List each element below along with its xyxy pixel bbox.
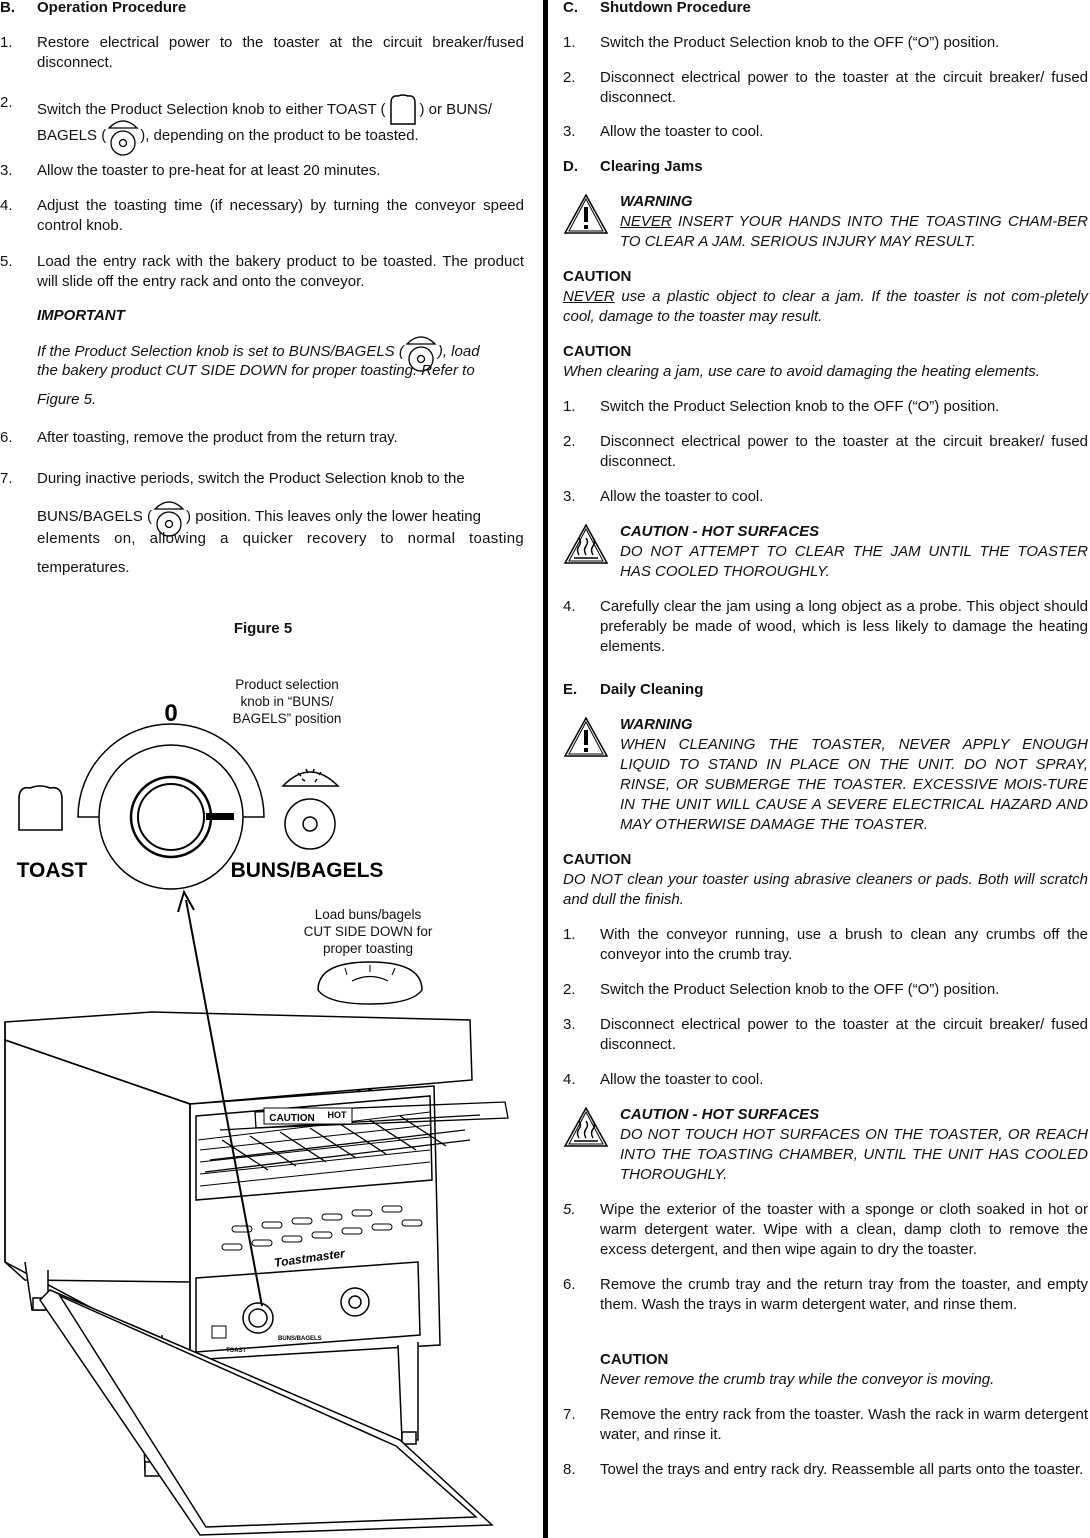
section-d-heading: D. Clearing Jams (563, 158, 703, 175)
bagel-icon (405, 336, 437, 372)
step-c3: 3. Allow the toaster to cool. (563, 123, 764, 140)
step-e1: 1. With the conveyor running, use a brus… (563, 926, 1088, 963)
step-e3: 3. Disconnect electrical power to the to… (563, 1016, 1088, 1053)
step-e4: 4. Allow the toaster to cool. (563, 1071, 764, 1088)
section-c-heading: C. Shutdown Procedure (563, 0, 751, 16)
bagel-icon (107, 120, 139, 156)
knob-pointer (206, 813, 234, 820)
step-b7-line2: BUNS/BAGELS () position. This leaves onl… (37, 497, 524, 537)
caution-4: CAUTION Never remove the crumb tray whil… (600, 1351, 995, 1388)
knob-diagram: 0 TOAST BUNS/BAGELS (17, 700, 384, 890)
step-b1: 1. Restore electrical power to the toast… (0, 34, 524, 71)
caution-2: CAUTION When clearing a jam, use care to… (563, 343, 1040, 380)
panel-toast-label: TOAST (226, 1348, 247, 1354)
bagel-illustration (317, 961, 423, 1005)
hot-sticker: HOT (328, 1110, 348, 1120)
warning-box-2: WARNING WHEN CLEANING THE TOASTER, NEVER… (563, 715, 1088, 835)
step-b2-line2: BAGELS (), depending on the product to b… (37, 116, 524, 156)
pointer-arrow (185, 899, 263, 1307)
step-e7: 7. Remove the entry rack from the toaste… (563, 1406, 1088, 1443)
caution-3: CAUTION DO NOT clean your toaster using … (563, 851, 1088, 908)
step-d2: 2. Disconnect electrical power to the to… (563, 433, 1088, 470)
step-e2: 2. Switch the Product Selection knob to … (563, 981, 1000, 998)
warning-box-1: WARNING NEVER INSERT YOUR HANDS INTO THE… (563, 192, 1088, 252)
step-b4: 4. Adjust the toasting time (if necessar… (0, 197, 524, 234)
buns-bagels-label: BUNS/BAGELS (231, 859, 384, 882)
load-callout: Load buns/bagels CUT SIDE DOWN for prope… (303, 907, 433, 956)
step-d1: 1. Switch the Product Selection knob to … (563, 398, 1000, 415)
caution-sticker: CAUTION (269, 1113, 315, 1124)
knob-callout: Product selection knob in “BUNS/ BAGELS”… (232, 677, 342, 726)
hot-surface-box-1: CAUTION - HOT SURFACES DO NOT ATTEMPT TO… (563, 522, 1088, 582)
step-c1: 1. Switch the Product Selection knob to … (563, 34, 1000, 51)
hot-surface-icon (563, 1106, 609, 1147)
figure-title: Figure 5 (233, 620, 293, 637)
toast-icon (389, 94, 416, 125)
step-d3: 3. Allow the toaster to cool. (563, 488, 764, 505)
hot-surface-icon (563, 523, 609, 564)
warning-triangle-icon (563, 193, 609, 234)
important-note: IMPORTANT If the Product Selection knob … (37, 306, 524, 408)
step-b2-line1: Switch the Product Selection knob to eit… (37, 93, 524, 127)
column-divider (543, 0, 548, 1538)
figure-5-illustration: 0 TOAST BUNS/BAGELS (4, 700, 509, 1536)
step-e5: 5. Wipe the exterior of the toaster with… (563, 1201, 1088, 1258)
warning-triangle-icon (563, 716, 609, 757)
section-b-heading: B. Operation Procedure (0, 0, 187, 16)
step-b5: 5. Load the entry rack with the bakery p… (0, 253, 524, 290)
step-c2: 2. Disconnect electrical power to the to… (563, 69, 1088, 106)
toast-icon (18, 785, 63, 831)
important-line1: If the Product Selection knob is set to … (37, 332, 524, 372)
off-mark: 0 (164, 700, 177, 727)
step-b3: 3. Allow the toaster to pre-heat for at … (0, 162, 381, 179)
step-e6: 6. Remove the crumb tray and the return … (563, 1276, 1088, 1313)
step-b6: 6. After toasting, remove the product fr… (0, 429, 398, 446)
panel-buns-label: BUNS/BAGELS (278, 1336, 322, 1342)
bagel-icon (281, 768, 340, 850)
hot-surface-box-2: CAUTION - HOT SURFACES DO NOT TOUCH HOT … (563, 1105, 1088, 1185)
step-d4: 4. Carefully clear the jam using a long … (563, 598, 1088, 655)
step-e8: 8. Towel the trays and entry rack dry. R… (563, 1461, 1084, 1478)
bagel-icon (153, 501, 185, 537)
section-e-heading: E. Daily Cleaning (563, 681, 704, 698)
caution-1: CAUTION NEVER use a plastic object to cl… (563, 268, 1088, 325)
toaster-illustration: CAUTION HOT Toastmaster TOAST BUNS/BAGEL… (4, 1011, 509, 1536)
toast-label: TOAST (17, 859, 88, 882)
